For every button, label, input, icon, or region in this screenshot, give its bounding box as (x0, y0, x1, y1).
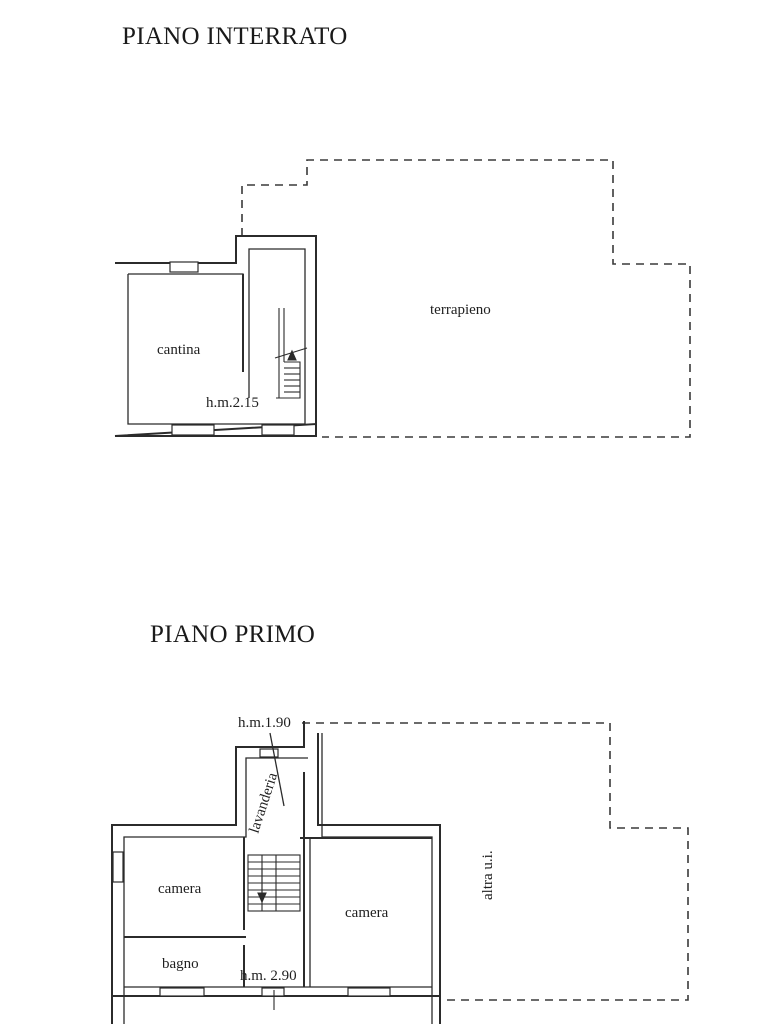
first-floor-height-top-label: h.m.1.90 (238, 715, 291, 731)
first-floor-height-bottom-label: h.m. 2.90 (240, 968, 297, 984)
basement-window-bottom-right (261, 424, 295, 436)
lavanderia-window (259, 748, 279, 758)
camera-left-window (112, 851, 124, 883)
room-label-cantina: cantina (157, 342, 201, 358)
camera-right-window (347, 987, 391, 997)
basement-window-bottom-left (171, 424, 215, 436)
room-label-camera-left: camera (158, 881, 202, 897)
basement-height-label: h.m.2.15 (206, 395, 259, 411)
first-floor-title: PIANO PRIMO (150, 621, 315, 648)
first-floor-outer-wall (111, 721, 441, 1024)
room-label-altra-ui: altra u.i. (480, 850, 496, 900)
room-label-camera-right: camera (345, 905, 389, 921)
basement-title: PIANO INTERRATO (122, 23, 348, 50)
height-leader-line (269, 732, 285, 807)
entry-window (261, 987, 285, 997)
altra-ui-outline (302, 722, 689, 1001)
room-label-lavanderia: lavanderia (247, 771, 282, 836)
room-label-terrapieno: terrapieno (430, 302, 491, 318)
first-floor-stair (247, 854, 301, 1010)
basement-window-top (169, 261, 199, 273)
room-label-bagno: bagno (162, 956, 199, 972)
basement-stair (274, 308, 308, 399)
bagno-window (159, 987, 205, 997)
basement-plan: PIANO INTERRATO cantina terrapieno h.m.2… (114, 23, 691, 438)
terrapieno-outline (241, 159, 691, 438)
first-floor-plan: PIANO PRIMO (111, 621, 689, 1024)
camera-right-west-wall (300, 772, 432, 987)
